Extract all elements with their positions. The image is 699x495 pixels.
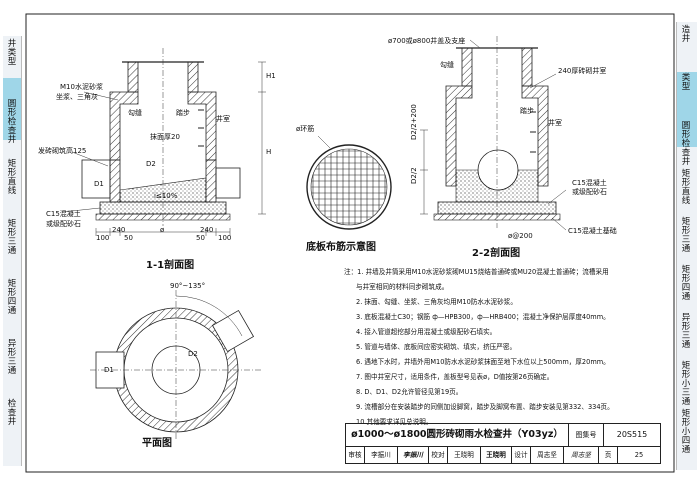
right-tab-strip bbox=[676, 22, 697, 470]
design-label: 设计 bbox=[512, 447, 531, 463]
left-tab-4[interactable]: 矩形四通 bbox=[7, 279, 17, 316]
right-tab-4[interactable]: 矩形三通 bbox=[681, 217, 691, 254]
label-base-22: C15混凝土 bbox=[572, 179, 607, 187]
label-mortar: M10水泥砂浆 bbox=[60, 83, 103, 91]
dim-100-b: 100 bbox=[218, 234, 232, 242]
note-line: 4. 接入管道超挖部分用混凝土或级配砂石填实。 bbox=[356, 328, 497, 336]
dim-50-b: 50 bbox=[196, 234, 205, 242]
label-slope: i≤10% bbox=[154, 192, 178, 200]
dim-100: 100 bbox=[96, 234, 110, 242]
left-tab-0[interactable]: 井类型 bbox=[7, 39, 17, 67]
dim-240-b: 240 bbox=[200, 226, 214, 234]
right-tab-6[interactable]: 异形三通 bbox=[681, 313, 691, 350]
left-tab-2[interactable]: 矩形直线 bbox=[7, 159, 17, 196]
label-wall-22: 240厚砖砌井室 bbox=[558, 67, 607, 75]
label-step: 踏步 bbox=[176, 109, 190, 117]
section-2-2-title: 2-2剖面图 bbox=[472, 248, 521, 259]
note-line: 6. 遇地下水时，井墙外用M10防水水泥砂浆抹面至地下水位以上500mm，厚20… bbox=[356, 358, 610, 366]
label-wall2-22: 井室 bbox=[548, 119, 562, 127]
note-line: 10.其他要求详见总说明。 bbox=[356, 418, 433, 426]
left-tab-5[interactable]: 异形三通 bbox=[7, 339, 17, 376]
label-d2: D2 bbox=[146, 160, 156, 168]
note-line: 2. 抹面、勾缝、坐浆、三角灰均用M10防水水泥砂浆。 bbox=[356, 298, 517, 306]
section-1-1-title: 1-1剖面图 bbox=[146, 260, 195, 271]
atlas-number: 20S515 bbox=[616, 430, 648, 439]
check-label: 校对 bbox=[429, 447, 448, 463]
label-wall: 井室 bbox=[216, 115, 230, 123]
label-h: H bbox=[266, 148, 272, 156]
label-plan-d2: D2 bbox=[188, 350, 198, 358]
right-tab-active[interactable] bbox=[677, 72, 697, 147]
designer-name: 周志坚 bbox=[531, 447, 564, 463]
label-joint-22: 勾缝 bbox=[440, 61, 454, 69]
note-line: 注：1. 井墙及井筒采用M10水泥砂浆砌MU15烧结普通砖或MU20混凝土普通砖… bbox=[344, 268, 609, 276]
checker-name: 王晓明 bbox=[448, 447, 481, 463]
left-tab-1[interactable]: 圆形检查井 bbox=[7, 99, 17, 145]
page-label: 页 bbox=[599, 447, 618, 463]
note-line: 3. 底板混凝土C30；钢筋 ф—HPB300，ф—HRB400；混凝土净保护层… bbox=[356, 313, 610, 321]
note-line: 7. 图中井室尺寸，适用条件，盖板型号见表ø，D值按第26页确定。 bbox=[356, 373, 554, 381]
label-plaster: 抹面厚20 bbox=[150, 133, 180, 141]
dim-50-a: 50 bbox=[124, 234, 133, 242]
review-label: 审核 bbox=[346, 447, 365, 463]
right-tab-1[interactable]: 类型 bbox=[681, 73, 691, 92]
label-mortar-2: 坐浆、三角灰 bbox=[56, 93, 98, 101]
right-tab-3[interactable]: 矩形直线 bbox=[681, 169, 691, 206]
plan-view bbox=[90, 290, 262, 440]
label-h1: H1 bbox=[266, 72, 276, 80]
label-base3-22: C15混凝土基础 bbox=[568, 227, 617, 235]
label-step-22: 踏步 bbox=[520, 107, 534, 115]
checker-signature: 王晓明 bbox=[481, 447, 512, 463]
rebar-title: 底板布筋示意图 bbox=[306, 242, 376, 253]
label-base: C15混凝土 bbox=[46, 210, 81, 218]
label-base2-22: 或级配砂石 bbox=[572, 188, 607, 196]
note-line: 5. 管道与墙体、底板间应密实砌筑、填实，挤压严密。 bbox=[356, 343, 517, 351]
plan-title: 平面图 bbox=[142, 438, 172, 449]
designer-signature: 周志坚 bbox=[564, 447, 599, 463]
note-line: 8. D、D1、D2允许管径见第19页。 bbox=[356, 388, 463, 396]
label-d1: D1 bbox=[94, 180, 104, 188]
label-d2-200: D2/2+200 bbox=[410, 104, 418, 140]
rebar-diagram bbox=[306, 135, 392, 230]
title-block: ø1000～ø1800圆形砖砌雨水检查井（Y03yz） 图集号 20S515 审… bbox=[345, 423, 661, 464]
dim-phi: ø bbox=[160, 226, 165, 234]
section-1-1 bbox=[61, 48, 266, 236]
label-base-2: 或级配砂石 bbox=[46, 220, 81, 228]
left-tab-active[interactable] bbox=[3, 78, 21, 140]
page-number: 25 bbox=[634, 451, 644, 459]
reviewer-signature: 李振川 bbox=[398, 447, 429, 463]
left-tab-3[interactable]: 矩形三通 bbox=[7, 219, 17, 256]
label-ring: ø环筋 bbox=[296, 125, 315, 133]
label-angle: 90°~135° bbox=[170, 282, 206, 290]
drawing-title: ø1000～ø1800圆形砖砌雨水检查井（Y03yz） bbox=[346, 424, 569, 446]
right-tab-5[interactable]: 矩形四通 bbox=[681, 265, 691, 302]
label-rebar-22: ø@200 bbox=[508, 232, 533, 240]
left-tab-strip bbox=[3, 36, 22, 466]
sheet-border bbox=[25, 13, 675, 473]
note-line: 与井室相同的材料同步砌筑成。 bbox=[356, 283, 449, 291]
label-cover: ø700或ø800井盖及支座 bbox=[388, 37, 466, 45]
label-joint: 勾缝 bbox=[128, 109, 142, 117]
note-line: 9. 流槽部分在安装踏步的同侧加设脚窝，踏步及脚窝布置、踏步安装见第332、33… bbox=[356, 403, 614, 411]
label-plan-d1: D1 bbox=[104, 366, 114, 374]
dim-240-a: 240 bbox=[112, 226, 126, 234]
right-tab-0[interactable]: 造井 bbox=[681, 25, 691, 44]
right-tab-2[interactable]: 圆形检查井 bbox=[681, 121, 691, 167]
left-tab-6[interactable]: 检查井 bbox=[7, 399, 17, 427]
label-d2-half: D2/2 bbox=[410, 167, 418, 184]
right-tab-8[interactable]: 矩形小四通 bbox=[681, 409, 691, 455]
reviewer-name: 李振川 bbox=[365, 447, 398, 463]
atlas-label: 图集号 bbox=[569, 424, 604, 446]
right-tab-7[interactable]: 矩形小三通 bbox=[681, 361, 691, 407]
label-pipe-plaster: 发砖砌筑高125 bbox=[38, 147, 87, 155]
section-2-2 bbox=[420, 36, 567, 231]
